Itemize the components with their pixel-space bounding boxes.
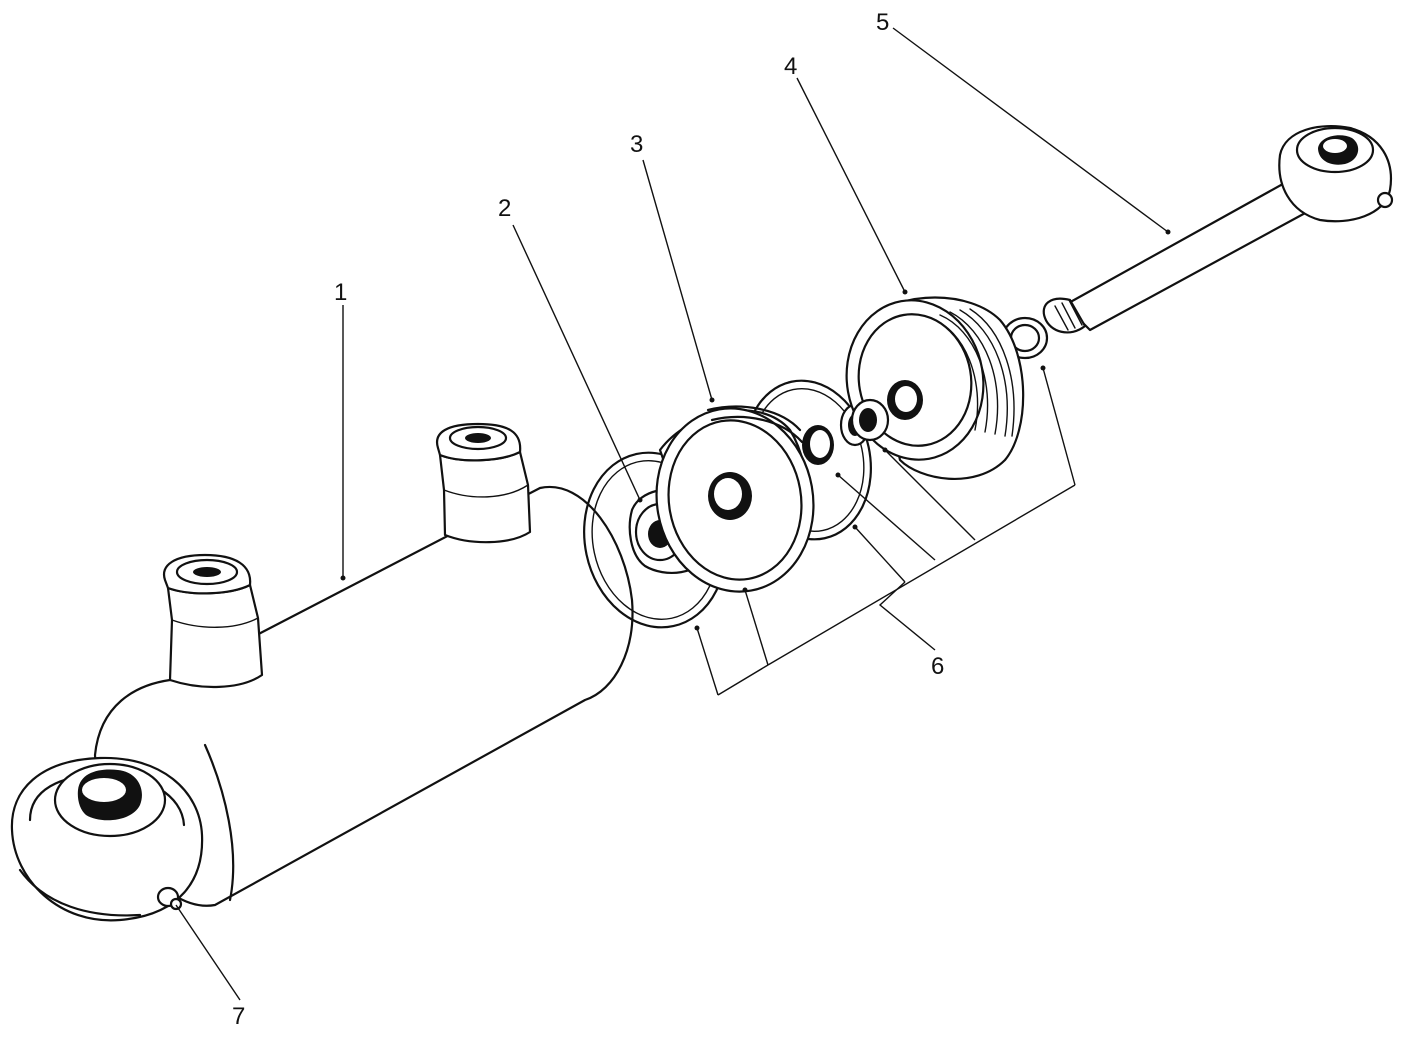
callout-7: 7 [232,1003,245,1030]
callout-4: 4 [784,53,797,80]
leader-lines [175,27,1171,1001]
cylinder-barrel [10,422,634,922]
callout-5: 5 [876,9,889,36]
piston [655,405,834,593]
callout-1: 1 [334,279,347,306]
callout-6: 6 [931,653,944,680]
piston-rod [1042,125,1394,334]
callout-2: 2 [498,195,511,222]
callout-labels: 1 2 3 4 5 6 7 [232,9,944,1030]
callout-3: 3 [630,131,643,158]
cylinder-head [845,296,1025,480]
